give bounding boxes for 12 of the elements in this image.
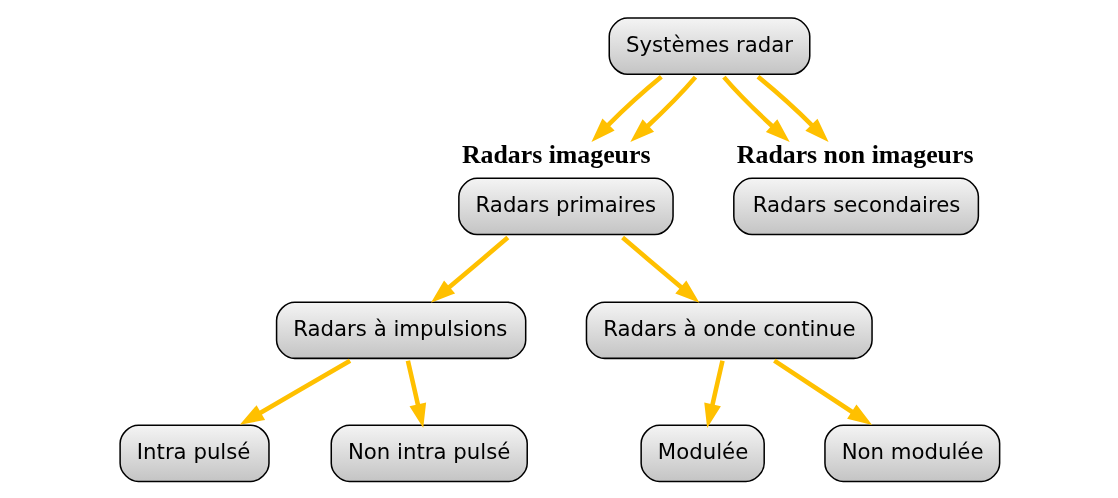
arrow xyxy=(239,358,351,425)
arrow xyxy=(703,360,725,429)
arrow xyxy=(590,75,663,142)
arrow xyxy=(620,235,699,303)
arrow xyxy=(629,75,697,142)
node-label: Radars non imageurs xyxy=(736,139,973,169)
arrow xyxy=(772,358,872,426)
arrow xyxy=(405,360,426,429)
arrow xyxy=(756,75,829,142)
arrow xyxy=(430,235,509,303)
node-label: Radars imageurs xyxy=(461,139,650,169)
arrow xyxy=(721,75,790,142)
